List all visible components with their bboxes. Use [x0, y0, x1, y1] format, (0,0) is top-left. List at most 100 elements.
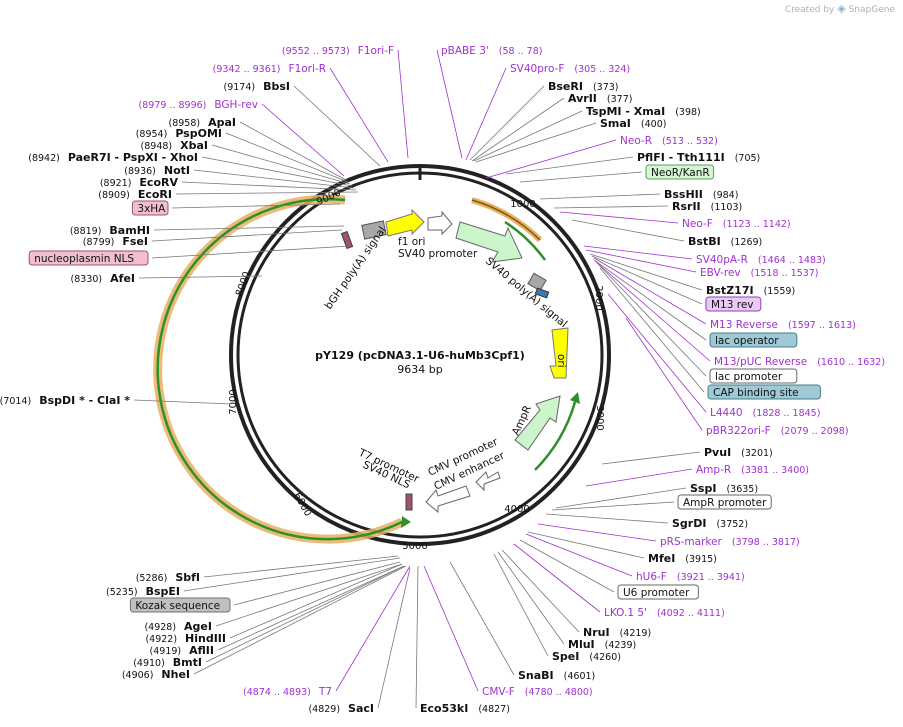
leader-mlui [497, 551, 565, 645]
label-coord-m13reverse: (1597 .. 1613) [788, 320, 856, 331]
cmv-enhancer-arrow [425, 485, 471, 514]
label-bspdi: BspDI * - ClaI *(7014) [0, 394, 130, 407]
label-prsmarker: pRS-marker(3798 .. 3817) [660, 536, 800, 548]
leader-ecori [175, 191, 359, 195]
label-name-pbr322: pBR322ori-F [706, 425, 771, 437]
label-coord-avrii: (377) [607, 94, 633, 105]
label-name-ecorv: EcoRV [139, 176, 178, 189]
label-name-t7: T7 [318, 686, 332, 698]
leader-paer7i [201, 156, 353, 187]
leader-pvui [601, 451, 701, 465]
label-name-afei: AfeI [110, 272, 135, 285]
label-paer7i: PaeR7I - PspXI - XhoI(8942) [28, 151, 198, 164]
leader-lacprom [597, 263, 707, 377]
ampr-arrowhead [570, 392, 580, 404]
label-name-sv40par: SV40pA-R [696, 254, 748, 266]
leader-pbabe [436, 49, 463, 159]
feature-name-ha3: 3xHA [137, 203, 166, 215]
label-coord-f1orif: (9552 .. 9573) [282, 46, 350, 57]
label-coord-l4440: (1828 .. 1845) [753, 408, 821, 419]
label-m13puc: M13/pUC Reverse(1610 .. 1632) [714, 356, 885, 368]
label-name-lko: LKO.1 5' [604, 607, 647, 619]
leader-bstz17i [589, 253, 703, 291]
neor-arrow [455, 221, 523, 263]
label-coord-pbabe: (58 .. 78) [499, 46, 543, 57]
leader-amprprom [551, 501, 675, 511]
leader-t7 [335, 565, 411, 692]
leader-apai [239, 121, 347, 181]
leader-m13puc [595, 261, 711, 362]
label-t7: T7(4874 .. 4893) [243, 686, 332, 698]
label-f1ori: f1 ori [398, 236, 425, 248]
label-name-agei: AgeI [184, 620, 212, 633]
label-bbsi: BbsI (9174) [224, 80, 291, 93]
label-ori: ori [555, 354, 567, 368]
neor-cds-arc [504, 220, 547, 261]
feature-box-m13rev [705, 296, 762, 312]
leader-m13reverse [593, 257, 707, 325]
ampr-cds-arc [534, 401, 577, 471]
label-name-bstbi: BstBI [688, 235, 721, 248]
label-coord-sv40par: (1464 .. 1483) [758, 255, 826, 266]
label-name-fsei: FseI [122, 235, 148, 248]
label-name-saci: SacI [348, 702, 374, 715]
leader-psmoi [225, 132, 349, 183]
label-coord-cmvf: (4780 .. 4800) [525, 687, 593, 698]
label-ampr: Amp-R(3381 .. 3400) [696, 464, 809, 476]
label-sspi: SspI(3635) [690, 482, 758, 495]
label-name-nhei: NheI [161, 668, 190, 681]
label-coord-tspmi: (398) [675, 107, 701, 118]
label-name-tspmi: TspMI - XmaI [586, 105, 665, 118]
label-coord-xbai: (8948) [141, 141, 173, 152]
label-coord-spei: (4260) [589, 652, 621, 663]
label-coord-bbsi: (9174) [224, 82, 256, 93]
label-name-psmoi: PspOMI [175, 127, 222, 140]
feature-box-cap [707, 384, 821, 400]
label-coord-ecorv: (8921) [100, 178, 132, 189]
leader-sbfi [203, 555, 399, 578]
label-bghrev: BGH-rev(8979 .. 8996) [139, 99, 258, 111]
lac-box [534, 287, 550, 299]
label-coord-prsmarker: (3798 .. 3817) [732, 537, 800, 548]
label-u6prom: U6 promoter [617, 584, 699, 600]
ori-arrow [549, 327, 569, 379]
feature-name-neokan: NeoR/KanR [651, 167, 710, 179]
label-smai: SmaI(400) [600, 117, 666, 130]
leader-u6prom [519, 539, 615, 593]
leader-bspdi [133, 399, 232, 405]
label-coord-eco53ki: (4827) [478, 704, 510, 715]
label-name-bamhi: BamHI [109, 224, 150, 237]
label-name-bbsi: BbsI [263, 80, 290, 93]
label-tspmi: TspMI - XmaI (398) [586, 105, 701, 118]
label-coord-rsrii: (1103) [711, 202, 743, 213]
cas12a-cds-green [156, 197, 403, 541]
label-name-sgrdi: SgrDI [672, 517, 706, 530]
feature-box-lacop [709, 332, 798, 348]
tick-label-6000: 6000 [291, 491, 313, 519]
leader-f1orir [329, 67, 389, 163]
label-coord-pvui: (3201) [741, 448, 773, 459]
label-name-bghrev: BGH-rev [214, 99, 258, 111]
leader-bspei [183, 557, 401, 592]
label-f1orif: F1ori-F(9552 .. 9573) [282, 45, 394, 57]
label-xbai: XbaI(8948) [141, 139, 208, 152]
label-coord-psmoi: (8954) [136, 129, 168, 140]
leader-bseri [469, 85, 545, 161]
leader-tspmi [473, 110, 583, 162]
label-ha3: 3xHA [131, 200, 169, 216]
nls-box [340, 230, 354, 250]
cas12a-arrowhead [401, 516, 411, 528]
label-coord-f1orir: (9342 .. 9361) [213, 64, 281, 75]
label-coord-bstz17i: (1559) [764, 286, 796, 297]
feature-box-ha3 [131, 200, 169, 216]
leader-ha3 [171, 203, 341, 209]
label-name-pbabe: pBABE 3' [441, 45, 489, 57]
label-spei: SpeI(4260) [552, 650, 621, 663]
label-name-noti: NotI [164, 164, 190, 177]
label-mlui: MluI(4239) [568, 638, 636, 651]
label-name-hu6f: hU6-F [636, 571, 667, 583]
tick-label-3000: 3000 [594, 405, 605, 430]
label-hindiii: HindIII(4922) [145, 632, 226, 645]
plasmid-size: 9634 bp [397, 363, 442, 376]
feature-name-lacprom: lac promoter [715, 371, 783, 383]
